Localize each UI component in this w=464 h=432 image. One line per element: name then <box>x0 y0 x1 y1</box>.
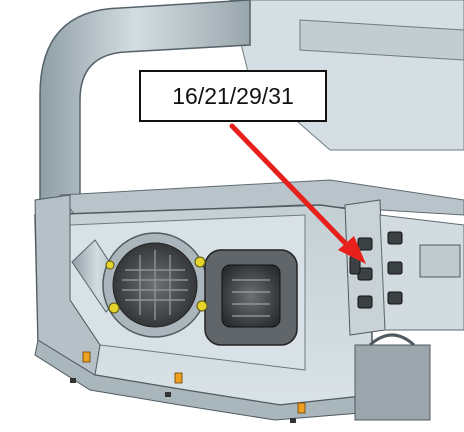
yellow-bolts <box>105 256 208 314</box>
crossbar <box>299 19 464 61</box>
part-number-callout: 16/21/29/31 <box>139 70 327 122</box>
recovery-point <box>354 344 431 421</box>
callout-arrow-head <box>338 236 366 264</box>
callout-arrow <box>229 123 351 249</box>
square-lamp-grille <box>232 279 270 317</box>
mount-feet <box>70 378 296 423</box>
round-lamp-grille <box>122 250 188 320</box>
square-lamp-lens <box>221 264 281 328</box>
winch-mount <box>419 244 461 278</box>
orange-markers <box>82 351 306 414</box>
hex-bolts <box>349 231 403 309</box>
shackle-loop <box>368 333 416 347</box>
side-panel <box>34 194 101 376</box>
bull-bar-tube <box>39 0 251 236</box>
